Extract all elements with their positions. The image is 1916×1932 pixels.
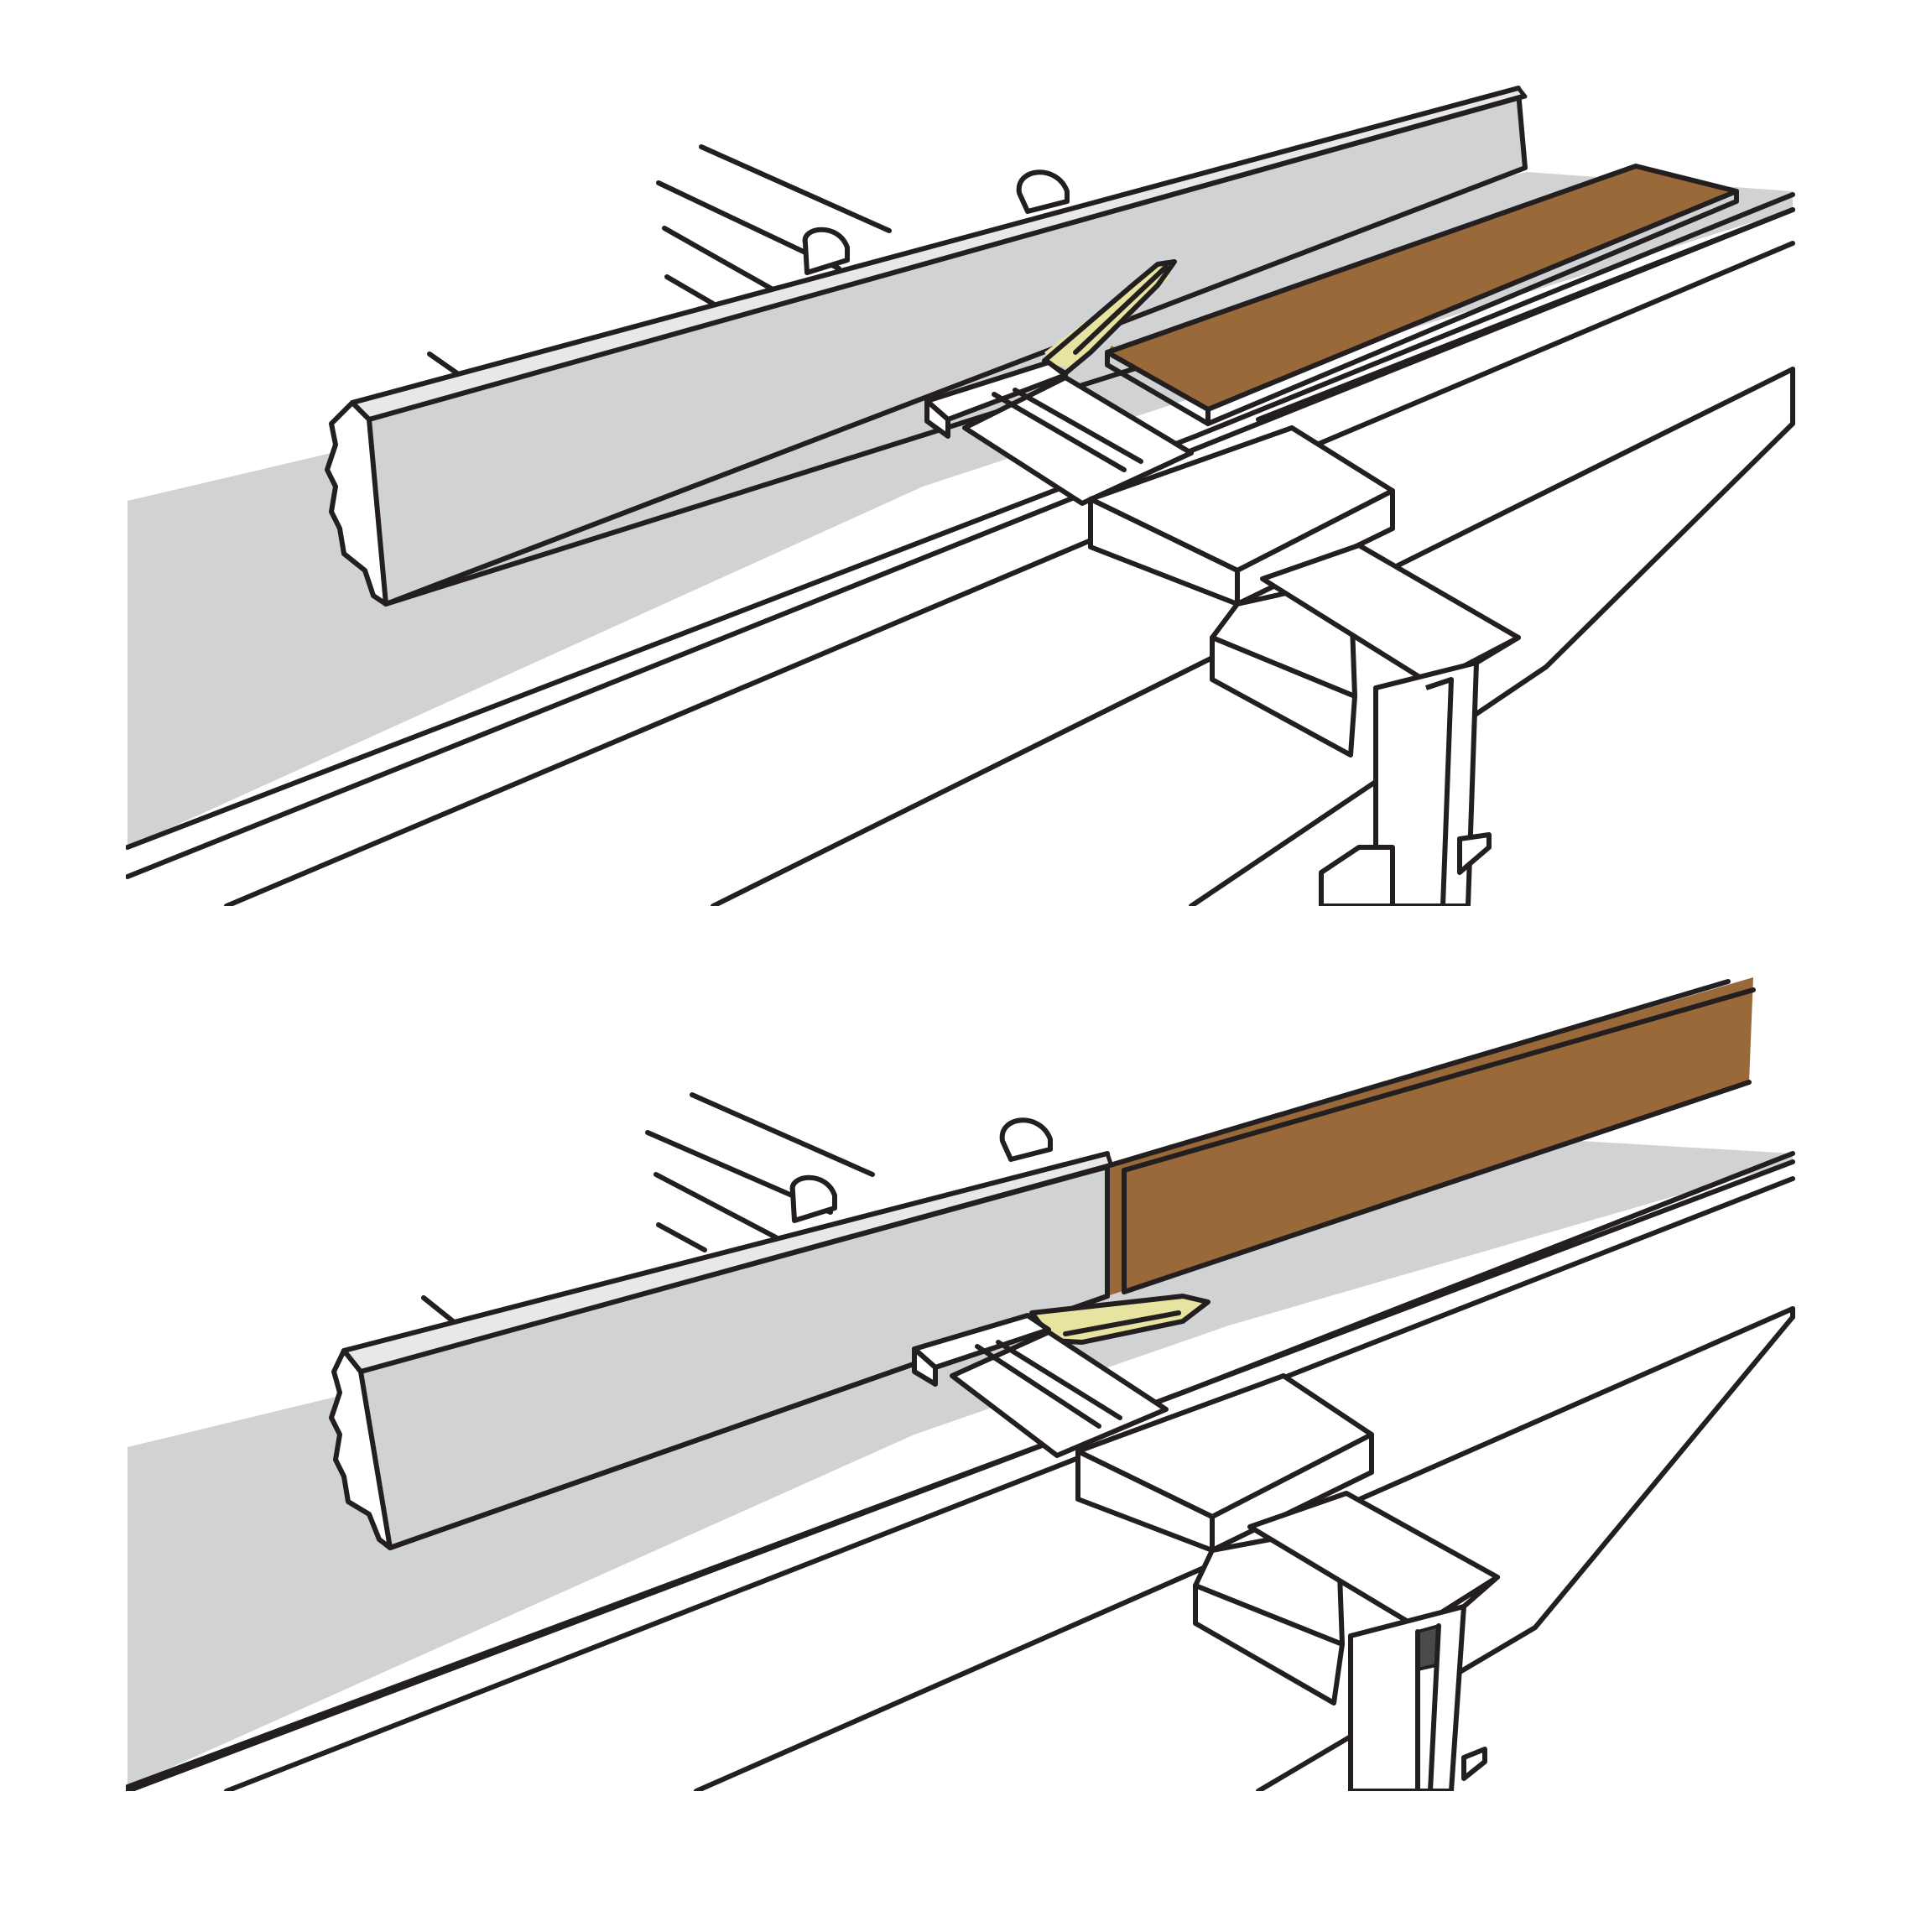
fence-knob-2	[802, 227, 850, 275]
fence-end-profile	[325, 400, 388, 607]
infeed-table	[128, 277, 1242, 847]
workpiece-board-bottom	[1105, 977, 1756, 1299]
fence-knob-1	[1016, 169, 1070, 214]
fence-knob-2-bottom	[789, 1174, 837, 1223]
featherboard-arm-bottom	[912, 1313, 1169, 1458]
fence-knob-1-bottom	[999, 1117, 1053, 1162]
clamp-block	[1088, 425, 1521, 906]
fence-end-profile-bottom	[329, 1348, 393, 1550]
clamp-block-bottom	[1075, 1373, 1500, 1791]
panel-top	[126, 86, 1795, 906]
featherboard-top	[1042, 259, 1177, 376]
panel-bottom	[126, 977, 1795, 1791]
featherboard-arm	[924, 360, 1194, 506]
workpiece-board	[1105, 164, 1739, 426]
